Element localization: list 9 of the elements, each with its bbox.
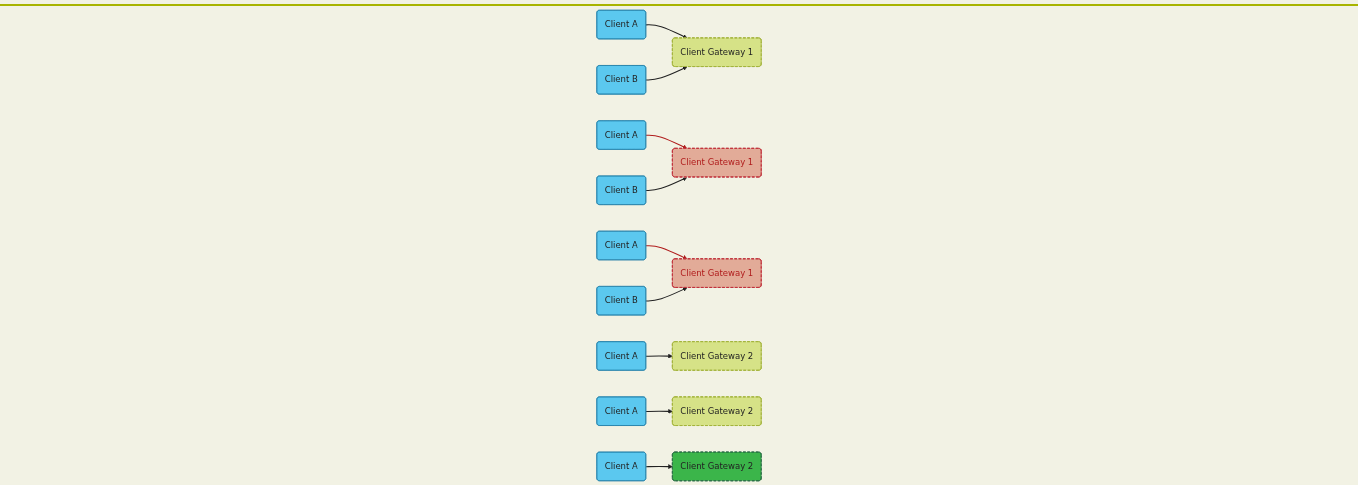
arrow — [645, 353, 673, 359]
arrow — [645, 409, 673, 414]
arrow — [645, 24, 688, 39]
arrow — [645, 134, 688, 149]
arrow — [645, 287, 688, 302]
arrow — [645, 66, 688, 81]
arrow — [645, 464, 673, 469]
arrow — [645, 245, 688, 260]
arrow — [645, 176, 688, 192]
